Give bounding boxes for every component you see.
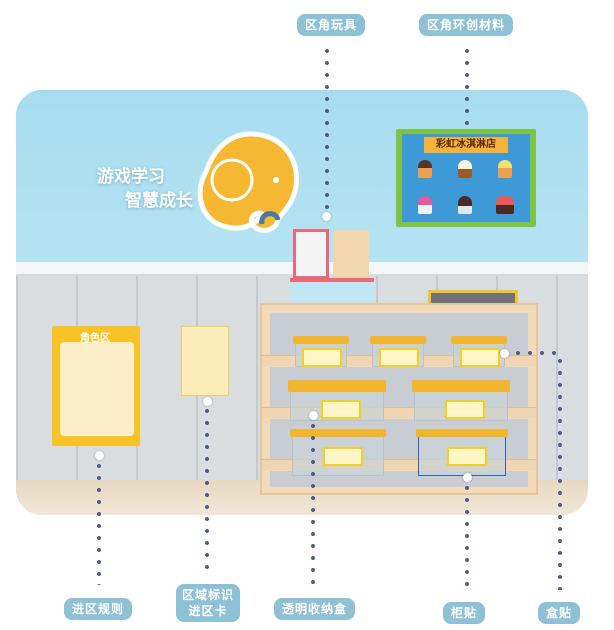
leader-dot	[322, 212, 331, 221]
label-corner-decor-materials: 区角环创材料	[419, 14, 514, 36]
ice-cream-icon	[418, 160, 432, 178]
label-area-sign: 区域标识 进区卡	[176, 584, 241, 622]
storage-box	[288, 380, 386, 421]
leader-line	[97, 460, 101, 585]
storage-box	[416, 429, 508, 476]
ice-cream-icon	[418, 196, 432, 214]
leader-line	[465, 482, 469, 592]
storage-shelf	[260, 303, 538, 495]
toy-register-screen	[293, 229, 329, 279]
label-area-sign-line2: 进区卡	[188, 604, 228, 618]
leader-dot	[203, 397, 212, 406]
label-entry-rules: 进区规则	[64, 598, 133, 620]
leader-dot	[309, 411, 318, 420]
leader-dot	[500, 349, 509, 358]
leader-line	[465, 45, 469, 125]
cabinet-sticker	[447, 447, 487, 466]
label-cabinet-sticker: 柜贴	[443, 602, 486, 624]
box-sticker	[321, 400, 361, 419]
slogan-line1: 游戏学习	[97, 167, 165, 187]
leader-line	[325, 45, 329, 215]
cabinet-sticker	[323, 447, 363, 466]
box-sticker	[445, 400, 485, 419]
ice-cream-icon	[496, 196, 514, 214]
leader-line	[512, 351, 562, 355]
box-sticker	[460, 348, 500, 367]
storage-box	[290, 429, 386, 476]
board-title: 彩虹冰淇淋店	[424, 137, 508, 153]
ice-cream-icon	[498, 160, 512, 178]
ice-cream-icon	[458, 196, 472, 214]
area-sign-card	[181, 326, 229, 396]
label-area-sign-line1: 区域标识	[182, 588, 235, 602]
label-corner-toys: 区角玩具	[297, 14, 366, 36]
toy-coffee-machine	[333, 230, 369, 280]
label-box-sticker: 盒贴	[538, 602, 581, 624]
leader-dot	[463, 473, 472, 482]
leader-line	[558, 355, 562, 590]
storage-box	[370, 336, 426, 367]
storage-box	[412, 380, 510, 421]
slogan-line2: 智慧成长	[125, 191, 193, 211]
leader-line	[205, 405, 209, 575]
elephant-logo-icon	[197, 131, 300, 233]
storage-box	[451, 336, 507, 367]
leader-line	[311, 420, 315, 590]
leader-dot	[95, 451, 104, 460]
poster-title: 角色区	[80, 333, 110, 344]
box-sticker	[302, 348, 342, 367]
storage-box	[293, 336, 349, 367]
box-sticker	[379, 348, 419, 367]
ice-cream-shop-board: 彩虹冰淇淋店	[396, 129, 536, 227]
entry-rules-poster: 角色区	[52, 326, 140, 446]
ice-cream-icon	[458, 160, 472, 178]
label-storage-box: 透明收纳盒	[274, 598, 356, 620]
